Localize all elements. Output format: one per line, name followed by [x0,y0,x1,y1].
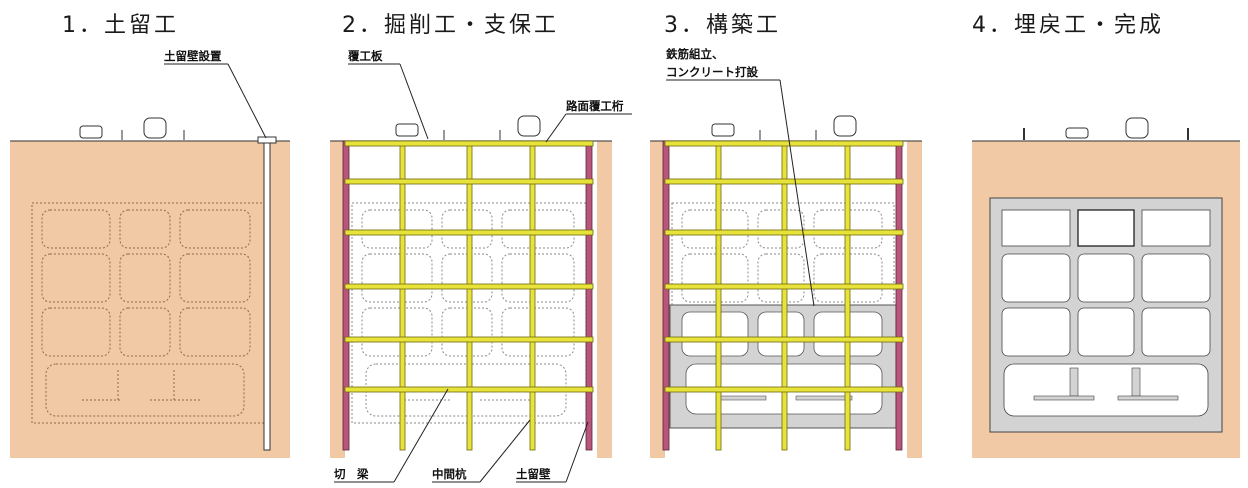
panel-3-soil-right [907,141,922,458]
callout-retaining-wall: 土留壁 [516,467,551,481]
stage-4-title: 4．埋戻工・完成 [972,13,1164,38]
panel-2-struts [344,140,594,393]
panel-4-completed-box [989,197,1223,433]
panel-3-retaining-wall-right [895,140,903,451]
panel-1-soil [10,141,290,458]
panel-2-retaining-wall-right [585,140,593,451]
callout-cover-plate: 覆工板 [348,49,383,63]
stage-1-title: 1．土留工 [62,13,179,38]
panel-2-soil-right [597,141,612,458]
panel-3-soil-left [650,141,665,458]
stage-3-title: 3．構築工 [664,13,781,38]
panel-4-vehicles [1023,117,1189,140]
callout-road-deck-girder: 路面覆工桁 [566,99,624,113]
leader-retaining-wall-install [227,63,267,139]
stage-2-title: 2．掘削工・支保工 [342,13,559,38]
callout-rebar-assembly: 鉄筋組立、 [666,47,724,61]
leader-road-deck-girder [545,113,567,143]
callout-concrete-placing: コンクリート打設 [666,65,758,79]
callout-intermediate-pile: 中間杭 [432,467,467,481]
leader-retaining-wall [565,421,589,483]
panel-3-struts [664,140,904,393]
panel-3-structure-construction: 鉄筋組立、 コンクリート打設 [650,47,922,458]
panel-1-pile-cap [257,136,277,144]
panel-3-vehicles [711,115,857,140]
panel-2-soil-left [330,141,345,458]
callout-strut: 切 梁 [334,467,369,481]
panel-2-excavation-and-shoring: 覆工板 路面覆工桁 切 梁 中間杭 土留壁 [330,49,632,483]
panel-1-retaining-wall-construction: 土留壁設置 [10,49,290,458]
panel-2-retaining-wall-left [342,140,350,451]
panel-3-retaining-wall-left [662,140,670,451]
leader-intermediate-pile [479,419,531,483]
callout-retaining-wall-install: 土留壁設置 [164,49,222,63]
leader-strut [393,388,449,483]
panel-4-backfill-completion [972,117,1240,458]
leader-cover-plate [399,63,429,140]
panel-1-retaining-wall-pile [263,138,271,451]
panel-1-vehicles [79,117,185,140]
leader-concrete-placing [779,79,815,307]
panel-2-vehicles [395,115,541,140]
